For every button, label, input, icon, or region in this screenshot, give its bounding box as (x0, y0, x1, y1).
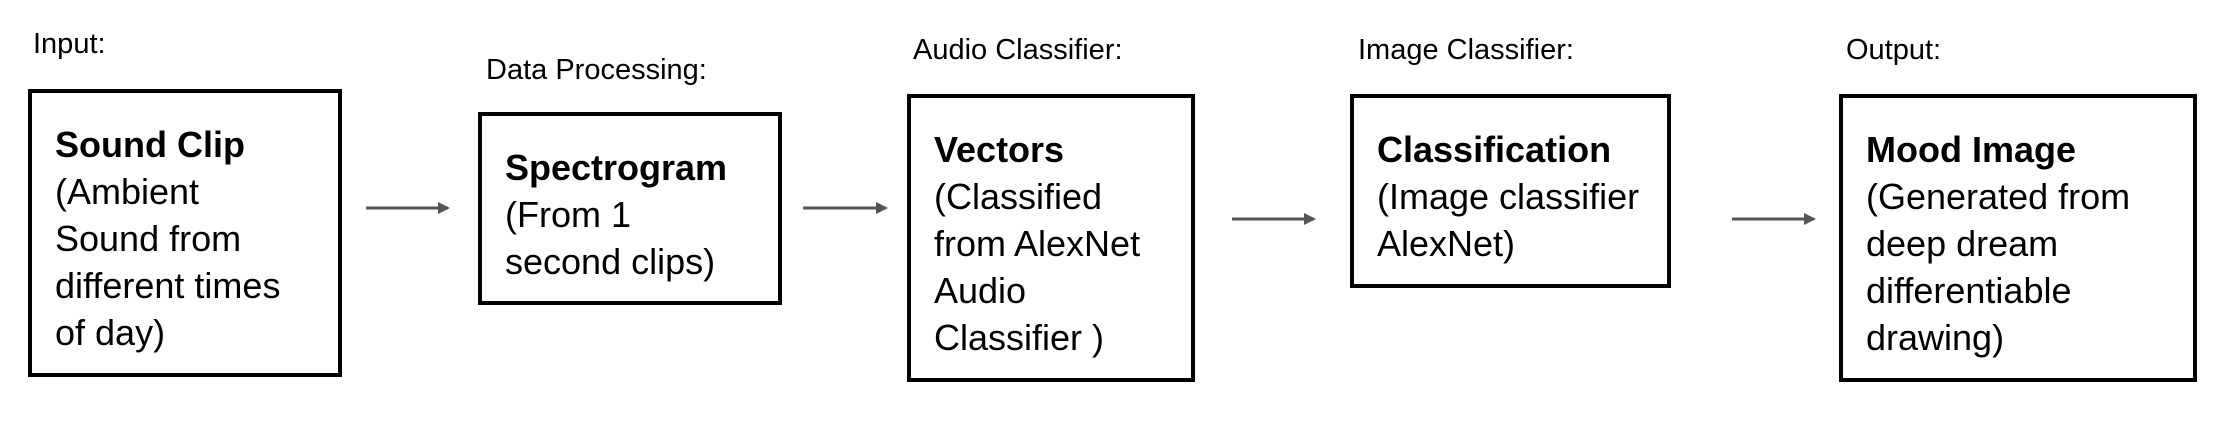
node-vectors: Vectors (Classified from AlexNet Audio C… (907, 94, 1195, 382)
node-title: Mood Image (1866, 129, 2077, 170)
node-description: (Generated from deep dream differentiabl… (1866, 176, 2131, 358)
node-title: Vectors (934, 129, 1065, 170)
stage-label-image-classifier: Image Classifier: (1358, 34, 1574, 66)
node-sound-clip: Sound Clip (Ambient Sound from different… (28, 89, 342, 377)
node-spectrogram: Spectrogram (From 1 second clips) (478, 112, 782, 305)
stage-label-input: Input: (33, 28, 106, 60)
node-description: (From 1 second clips) (505, 194, 716, 282)
stage-label-output: Output: (1846, 34, 1942, 66)
node-description: (Ambient Sound from different times of d… (55, 171, 281, 353)
node-title: Classification (1377, 129, 1612, 170)
node-title: Spectrogram (505, 147, 728, 188)
stage-label-audio-classifier: Audio Classifier: (913, 34, 1123, 66)
stage-label-data-processing: Data Processing: (486, 54, 707, 86)
node-mood-image: Mood Image (Generated from deep dream di… (1839, 94, 2197, 382)
node-classification: Classification (Image classifier AlexNet… (1350, 94, 1671, 288)
node-description: (Image classifier AlexNet) (1377, 176, 1640, 264)
node-description: (Classified from AlexNet Audio Classifie… (934, 176, 1141, 358)
node-title: Sound Clip (55, 124, 245, 165)
